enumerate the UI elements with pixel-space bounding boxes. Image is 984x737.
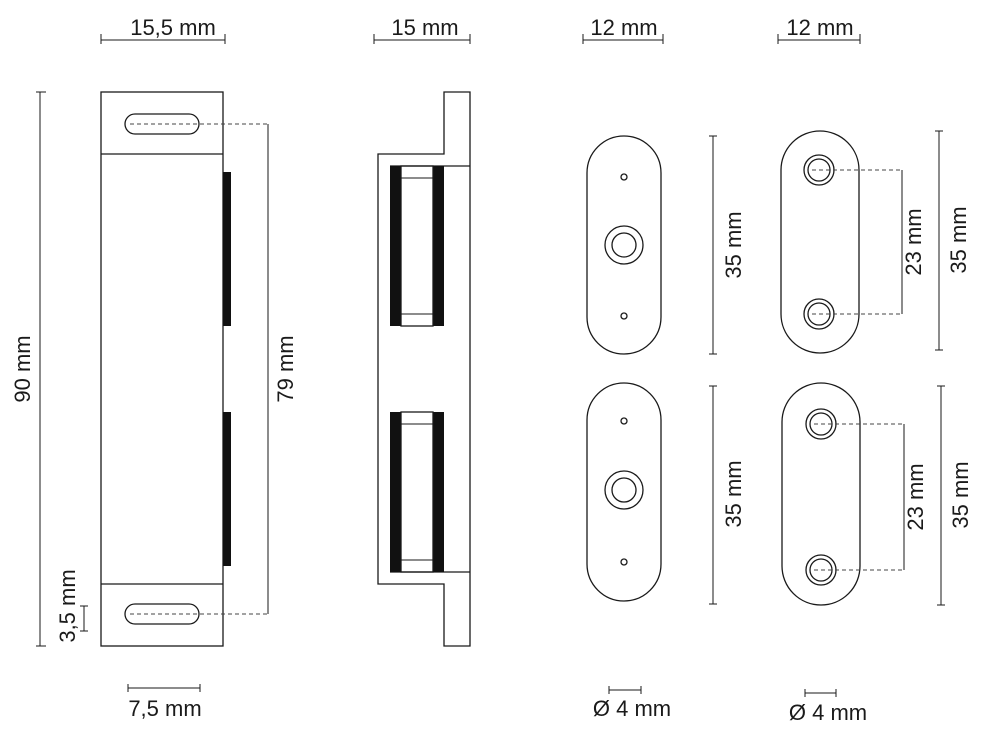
lower-magnet-strip [223, 412, 231, 566]
bottom-mounting-slot [124, 603, 200, 625]
plate-a-bottom-pin-hole [620, 312, 628, 320]
plate-b-views: 12 mm 23 mm 35 mm 23 mm [777, 15, 973, 725]
plate-b-top-spacing-label: 23 mm [901, 208, 926, 275]
upper-magnet-pack [390, 165, 444, 327]
slot-width-label: 7,5 mm [128, 696, 201, 721]
plate-a-hole-label: Ø 4 mm [593, 696, 671, 721]
side-profile-outline [377, 91, 471, 647]
upper-magnet-strip [223, 172, 231, 326]
plate-b-top-outline [780, 130, 860, 354]
plate-a-top-pin-hole [620, 173, 628, 181]
plate-a-top [586, 135, 662, 355]
catch-body-outline [100, 91, 224, 647]
side-depth-label: 15 mm [391, 15, 458, 40]
plate-b-bottom-spacing-label: 23 mm [903, 463, 928, 530]
plate-b-bottom-length-label: 35 mm [948, 461, 973, 528]
plate-a-bottom-outline [586, 382, 662, 602]
slot-offset-label: 3,5 mm [55, 569, 80, 642]
plate-a-center-hole-inner [611, 232, 637, 258]
plate-a-top-length-label: 35 mm [721, 211, 746, 278]
side-view: 15 mm [373, 15, 471, 647]
front-view: 15,5 mm 90 mm 79 mm 3,5 mm 7,5 mm [10, 15, 298, 721]
plate-b-width-label: 12 mm [786, 15, 853, 40]
hole-spacing-label: 79 mm [273, 335, 298, 402]
lower-magnet-pack [390, 411, 444, 573]
front-width-label: 15,5 mm [130, 15, 216, 40]
plate-b-hole-label: Ø 4 mm [789, 700, 867, 725]
top-mounting-slot [124, 113, 200, 135]
plate-a-top-outline [586, 135, 662, 355]
plate-a-width-label: 12 mm [590, 15, 657, 40]
plate-b-bottom [781, 382, 904, 606]
plate-b-top [780, 130, 902, 354]
plate-a-bottom-length-label: 35 mm [721, 460, 746, 527]
plate-b-top-length-label: 35 mm [946, 206, 971, 273]
plate-a-center-hole-outer [604, 225, 644, 265]
front-height-label: 90 mm [10, 335, 35, 402]
plate-a-bottom [586, 382, 662, 602]
plate-b-bottom-outline [781, 382, 861, 606]
plate-a-views: 12 mm 35 mm 35 mm Ø 4 mm [582, 15, 746, 721]
